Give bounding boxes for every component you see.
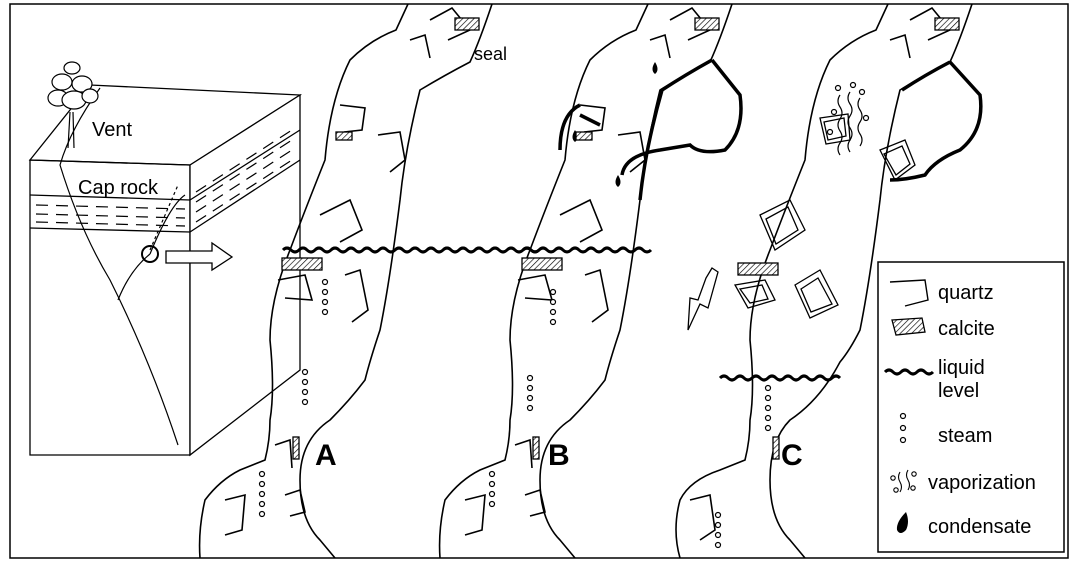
panel-a-letter: A	[315, 439, 337, 472]
block-diagram	[30, 85, 300, 455]
cap-rock-label: Cap rock	[78, 177, 159, 199]
legend-vaporization-label: vaporization	[928, 472, 1036, 494]
panel-c-calcite-2	[738, 263, 778, 275]
panel-b-liquid-level	[523, 248, 651, 252]
legend-steam-label: steam	[938, 425, 992, 447]
legend-steam-icon	[901, 414, 906, 443]
panel-a-calcite-2	[336, 132, 352, 140]
panel-b-calcite-3	[522, 258, 562, 270]
panel-c-letter: C	[781, 439, 803, 472]
panel-c-condensate-film	[890, 62, 981, 180]
panel-b-letter: B	[548, 439, 570, 472]
panel-c-liquid-level	[720, 376, 840, 380]
panel-b-calcite-4	[533, 437, 539, 459]
panel-b-calcite-2	[576, 132, 592, 140]
legend-quartz-label: quartz	[938, 282, 994, 304]
drain-arrow-icon	[688, 268, 718, 330]
panel-a-calcite	[455, 18, 479, 30]
legend-condensate-label: condensate	[928, 516, 1031, 538]
panel-b-steam-bubbles	[490, 290, 556, 507]
panel-b-condensate-film	[622, 60, 741, 200]
legend-calcite-icon	[892, 318, 925, 335]
legend-calcite-label: calcite	[938, 318, 995, 340]
legend-liquid-label: liquid	[938, 357, 985, 379]
panel-b	[440, 4, 732, 558]
legend: quartz calcite liquid level steam vapori…	[878, 262, 1064, 552]
panel-c-calcite	[935, 18, 959, 30]
panel-a-liquid-level	[283, 248, 539, 252]
panel-c-steam-bubbles	[716, 386, 771, 548]
vent-label: Vent	[92, 119, 132, 141]
panel-c-vaporization-icon	[828, 83, 869, 156]
seal-label: seal	[474, 44, 507, 64]
panel-a-calcite-3	[282, 258, 322, 270]
panel-c-calcite-3	[773, 437, 779, 459]
panel-b-calcite	[695, 18, 719, 30]
steam-cloud-icon	[48, 62, 98, 148]
panel-a-calcite-4	[293, 437, 299, 459]
legend-level-label: level	[938, 380, 979, 402]
